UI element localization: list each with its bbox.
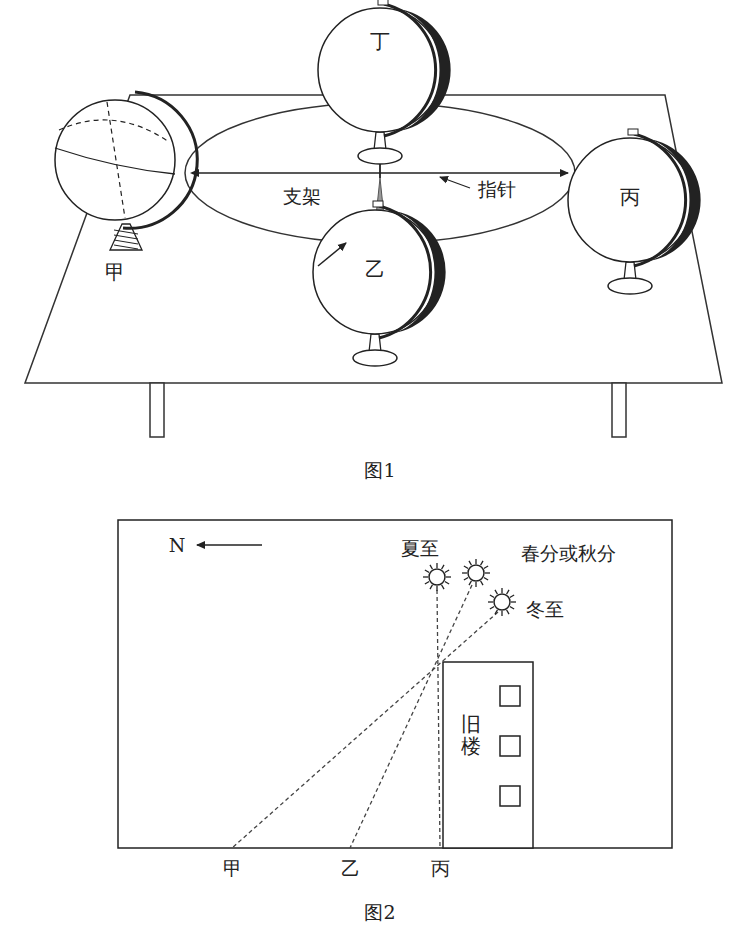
figure-frame xyxy=(118,520,672,848)
sun-ray xyxy=(490,595,494,598)
stand-hatch xyxy=(114,245,138,249)
table xyxy=(25,95,722,437)
globe-base xyxy=(608,278,652,294)
sun-ray xyxy=(446,576,451,577)
figure-caption: 图1 xyxy=(364,460,395,481)
sun-ray xyxy=(423,576,428,577)
sun-disc xyxy=(468,565,484,581)
sun-ray xyxy=(495,610,498,614)
sun-ray xyxy=(490,607,494,610)
stand-hatch xyxy=(114,235,138,239)
sun-ray xyxy=(442,565,445,569)
sun-ray xyxy=(481,561,484,565)
axis-cap xyxy=(378,0,388,5)
meridian-ring xyxy=(634,134,686,266)
sun-ray xyxy=(445,570,449,573)
meridian-ring xyxy=(379,206,431,338)
sun-ray xyxy=(469,561,472,565)
globe-drawing xyxy=(568,129,701,294)
sun-ray xyxy=(475,559,476,564)
globe-base xyxy=(358,148,402,164)
globe-body xyxy=(313,210,437,334)
sun-rays xyxy=(232,585,498,848)
sun-ray xyxy=(436,563,437,568)
axis-cap xyxy=(373,201,383,207)
sun-ray xyxy=(488,601,493,602)
globe: 乙 xyxy=(313,210,437,334)
sun-ray xyxy=(485,572,490,573)
sun-ray xyxy=(507,590,510,594)
globe-body xyxy=(55,100,175,220)
sun-ray xyxy=(507,610,510,614)
globe-label: 丙 xyxy=(620,186,640,208)
sun-ray xyxy=(484,566,488,569)
globe-label: 甲 xyxy=(105,261,125,283)
sun-ray xyxy=(464,566,468,569)
figure-caption: 图2 xyxy=(364,902,395,923)
globe: 丙 xyxy=(568,138,692,262)
building-box: 旧楼 xyxy=(443,662,533,848)
globe-label-box: 甲 xyxy=(55,100,175,285)
globe-arrow xyxy=(318,243,346,266)
globe-label: 乙 xyxy=(365,258,385,280)
globe-drawing xyxy=(318,0,451,164)
building-label: 旧楼 xyxy=(461,713,481,757)
axis-line xyxy=(107,102,125,218)
sun-ray xyxy=(442,585,445,589)
north-arrow xyxy=(197,544,262,546)
sun-disc xyxy=(429,569,445,585)
sun-ray xyxy=(425,570,429,573)
sun-ray xyxy=(469,581,472,585)
sun-ray xyxy=(430,565,433,569)
axis-cap xyxy=(628,129,638,135)
equator xyxy=(55,148,175,174)
sun-ray xyxy=(430,585,433,589)
sun-ray xyxy=(464,578,468,581)
windows xyxy=(500,686,520,806)
sun-ray xyxy=(495,590,498,594)
sun-ray xyxy=(511,601,516,602)
tropic-line xyxy=(59,120,169,142)
globe-label: 丁 xyxy=(370,30,390,52)
point-label: 丙 xyxy=(431,858,450,879)
point-label: 甲 xyxy=(223,858,242,879)
sun-ray xyxy=(484,578,488,581)
season-label: 夏至 xyxy=(401,538,439,559)
sun-ray xyxy=(481,581,484,585)
sun-symbols xyxy=(423,559,516,616)
globe-drawing xyxy=(313,201,446,366)
globe-base xyxy=(353,350,397,366)
season-label: 冬至 xyxy=(526,599,564,620)
globe-body xyxy=(568,138,692,262)
sun-ray xyxy=(462,572,467,573)
sun-disc xyxy=(494,594,510,610)
sun-ray xyxy=(510,595,514,598)
point-label: 乙 xyxy=(341,858,360,879)
sun-ray xyxy=(425,582,429,585)
sun-ray xyxy=(501,611,502,616)
globe-body xyxy=(318,8,442,132)
direction-label: N xyxy=(169,535,186,556)
stand-hatch xyxy=(114,240,138,244)
meridian-ring xyxy=(384,4,436,136)
sun-ray xyxy=(436,586,437,591)
globes xyxy=(55,0,701,366)
globe: 丁 xyxy=(318,8,442,132)
stand-hatch xyxy=(114,230,138,234)
part-label: 支架 xyxy=(281,186,323,207)
building xyxy=(443,662,533,848)
leader-line xyxy=(440,177,470,188)
sun-ray xyxy=(501,588,502,593)
sun-ray xyxy=(445,582,449,585)
season-label: 春分或秋分 xyxy=(521,543,616,564)
sun-ray xyxy=(475,582,476,587)
sun-ray xyxy=(510,607,514,610)
globe-drawing xyxy=(55,92,197,250)
meridian-ring xyxy=(123,92,197,228)
part-label: 指针 xyxy=(476,179,518,200)
